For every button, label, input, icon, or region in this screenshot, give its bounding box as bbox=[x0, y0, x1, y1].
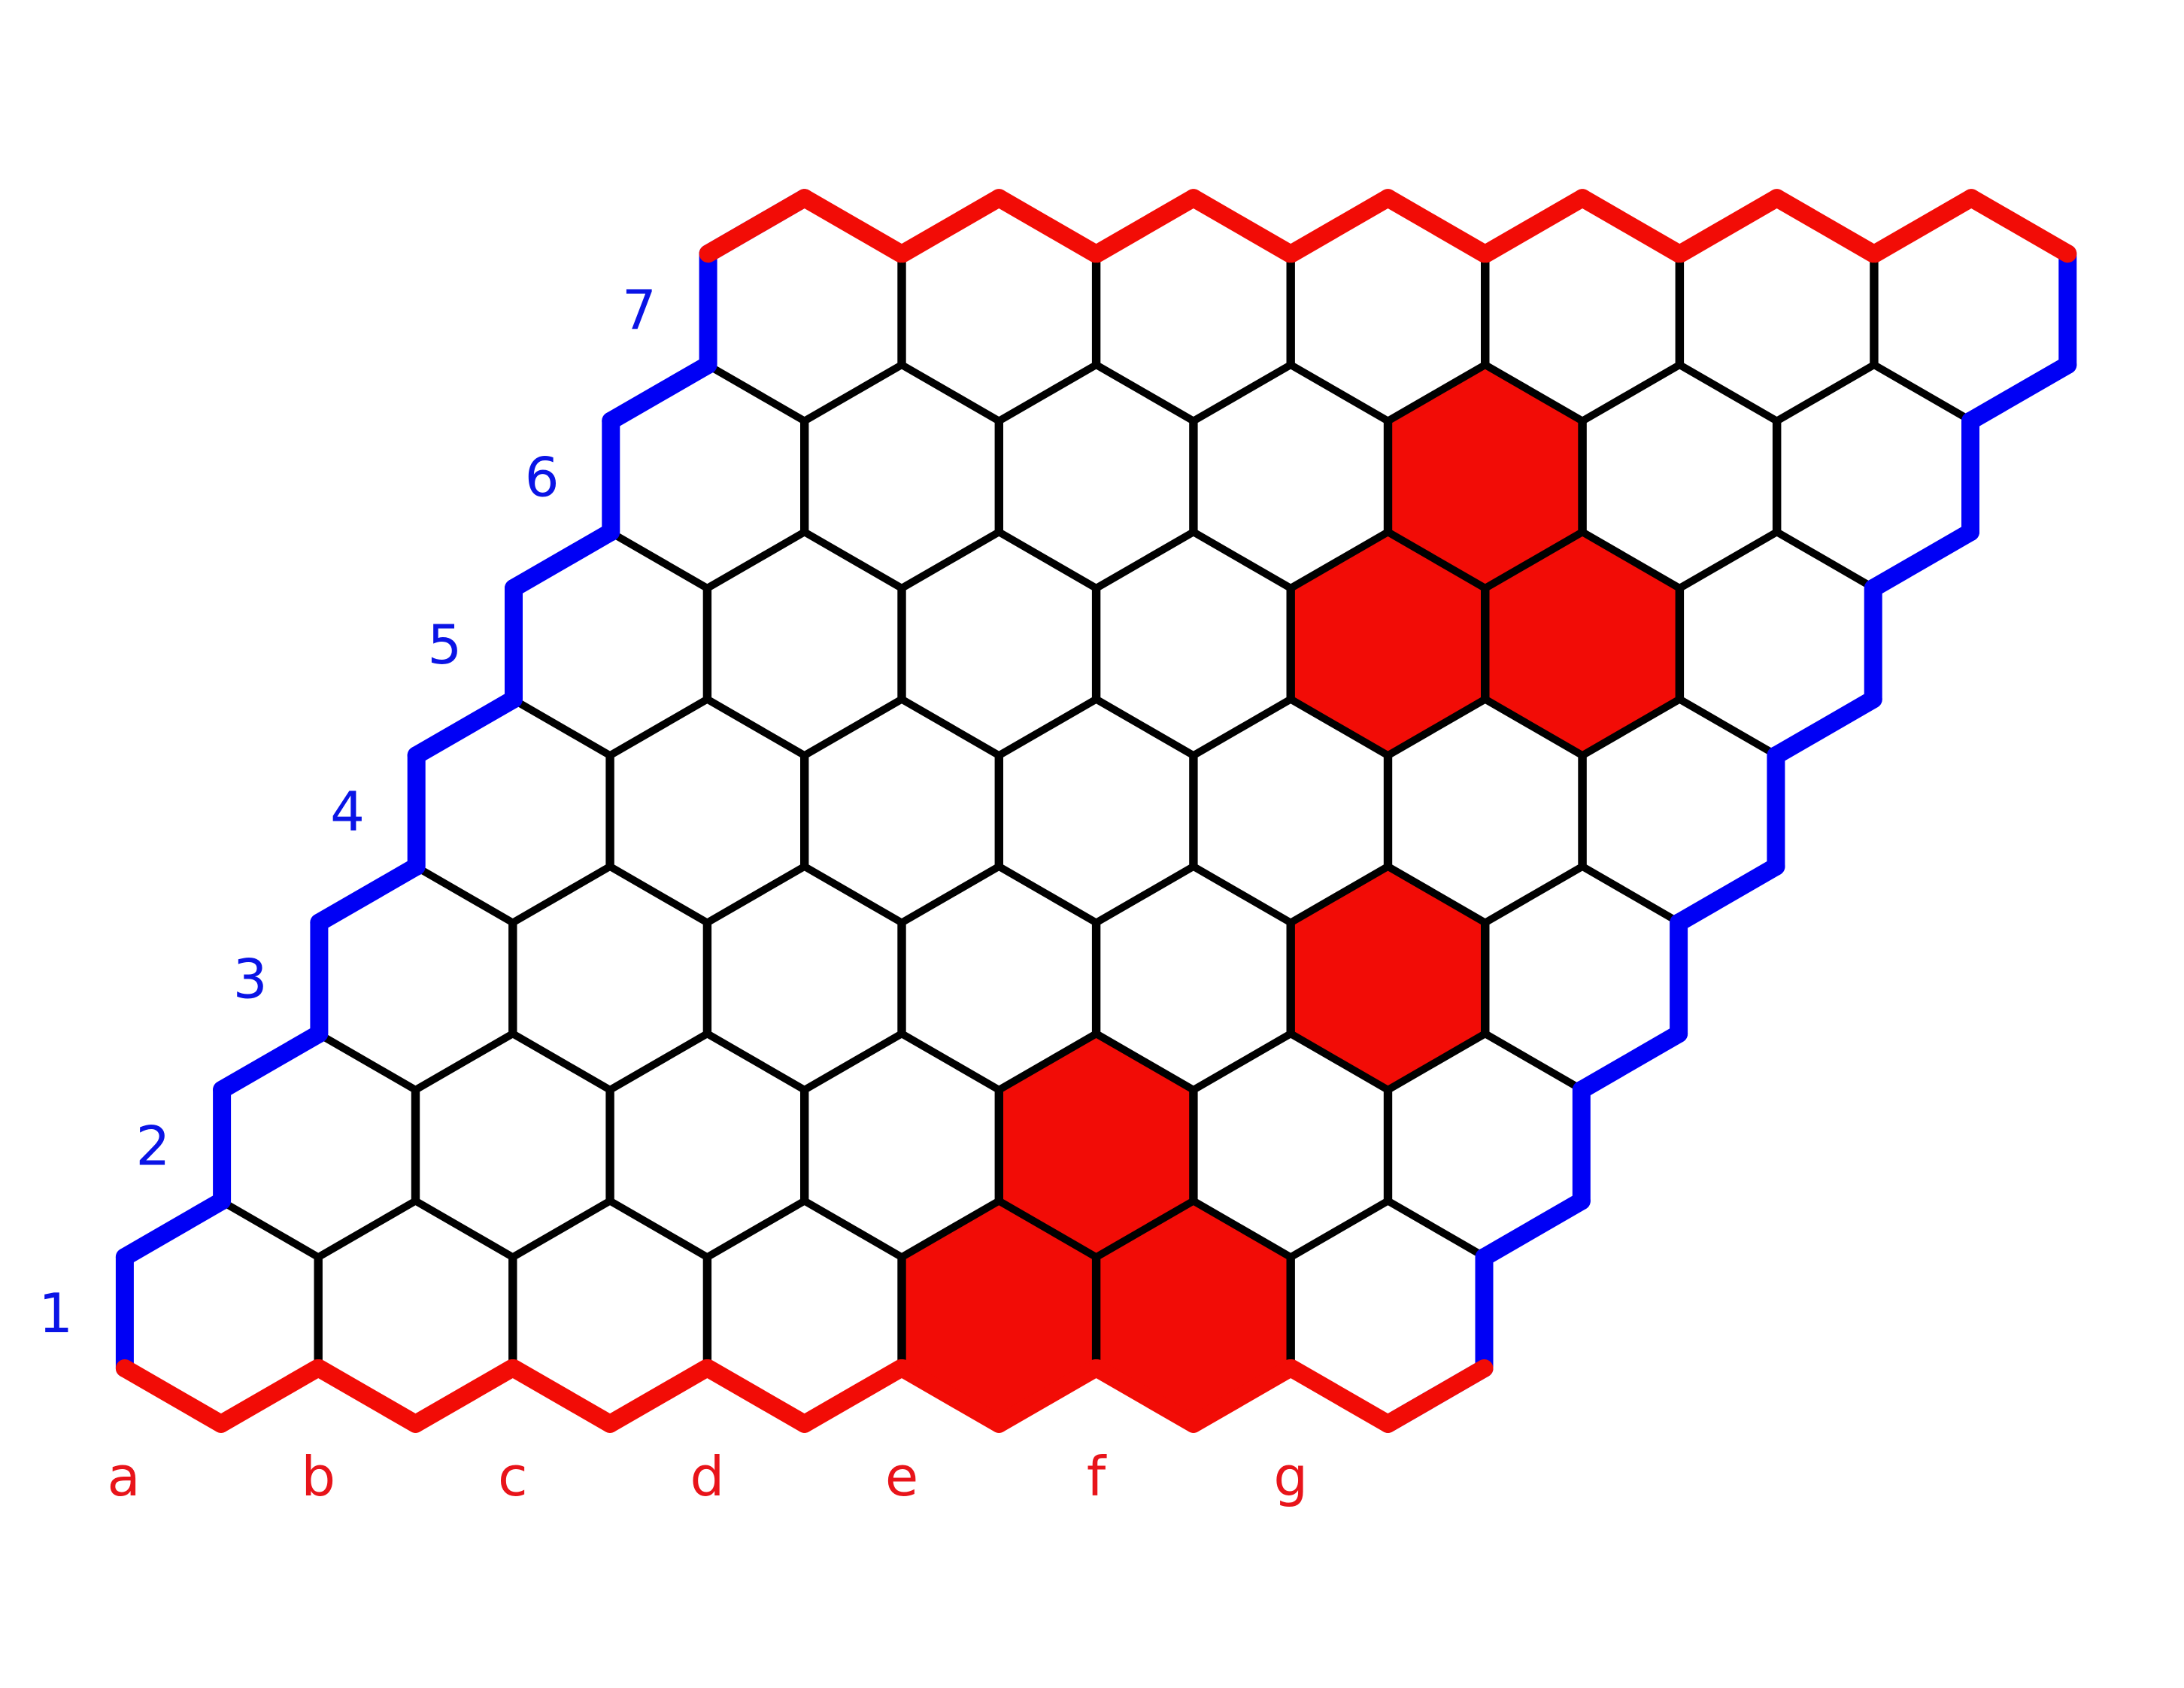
column-label-b: b bbox=[301, 1445, 335, 1508]
red-border-top-f bbox=[1767, 189, 1882, 263]
red-border-top-e bbox=[1477, 189, 1592, 263]
row-label-4: 4 bbox=[330, 780, 365, 843]
row-label-5: 5 bbox=[427, 613, 462, 676]
blue-border-right-4 bbox=[1670, 858, 1785, 931]
blue-border-left-5 bbox=[505, 523, 620, 597]
red-border-top-b bbox=[893, 189, 1009, 263]
red-border-top-d bbox=[1379, 189, 1494, 263]
red-border-top-g bbox=[1866, 189, 1981, 263]
red-border-top-c bbox=[1087, 189, 1203, 263]
red-border-bottom-c bbox=[601, 1359, 716, 1433]
row-label-7: 7 bbox=[622, 278, 657, 342]
red-border-top-g bbox=[1962, 189, 2077, 263]
row-label-1: 1 bbox=[38, 1282, 73, 1345]
blue-border-left-1 bbox=[115, 1192, 230, 1267]
column-label-d: d bbox=[690, 1445, 725, 1508]
red-border-bottom-a bbox=[115, 1359, 230, 1433]
row-label-3: 3 bbox=[233, 947, 268, 1010]
blue-border-right-3 bbox=[1573, 1025, 1688, 1099]
red-border-bottom-g bbox=[1282, 1359, 1397, 1433]
blue-border-right-6 bbox=[1864, 523, 1979, 597]
red-border-top-e bbox=[1573, 189, 1688, 263]
red-border-bottom-b bbox=[310, 1359, 425, 1433]
row-label-6: 6 bbox=[525, 445, 560, 509]
red-border-top-f bbox=[1671, 189, 1786, 263]
row-label-2: 2 bbox=[135, 1115, 170, 1178]
red-border-bottom-a bbox=[211, 1359, 326, 1433]
column-label-c: c bbox=[498, 1445, 528, 1508]
red-border-bottom-e bbox=[990, 1359, 1105, 1433]
column-label-g: g bbox=[1273, 1445, 1308, 1508]
red-border-bottom-f bbox=[1184, 1359, 1299, 1433]
blue-border-left-4 bbox=[407, 691, 522, 765]
blue-border-left-3 bbox=[310, 858, 425, 932]
column-label-e: e bbox=[885, 1445, 918, 1508]
blue-border-right-7 bbox=[1962, 356, 2077, 430]
blue-border-left-6 bbox=[602, 356, 717, 430]
red-border-bottom-d bbox=[795, 1359, 910, 1433]
red-border-bottom-g bbox=[1379, 1359, 1494, 1433]
red-border-bottom-b bbox=[406, 1359, 521, 1433]
label-layer: a b c d e f g 1 2 3 4 5 6 7 bbox=[38, 278, 1308, 1508]
red-border-top-d bbox=[1282, 189, 1397, 263]
blue-border-left-2 bbox=[213, 1025, 328, 1099]
red-border-bottom-f bbox=[1087, 1359, 1203, 1433]
red-border-bottom-d bbox=[699, 1359, 814, 1433]
red-border-bottom-e bbox=[893, 1359, 1009, 1433]
blue-border-right-2 bbox=[1476, 1192, 1591, 1266]
red-border-top-b bbox=[990, 189, 1105, 263]
cell-layer bbox=[121, 194, 2071, 1428]
red-border-top-a bbox=[699, 189, 814, 263]
blue-border-right-5 bbox=[1767, 690, 1882, 764]
red-border-top-a bbox=[795, 189, 910, 263]
column-label-a: a bbox=[108, 1445, 141, 1508]
red-border-bottom-c bbox=[505, 1359, 620, 1433]
border-layer bbox=[115, 189, 2077, 1433]
column-label-f: f bbox=[1087, 1445, 1107, 1508]
red-border-top-c bbox=[1184, 189, 1299, 263]
